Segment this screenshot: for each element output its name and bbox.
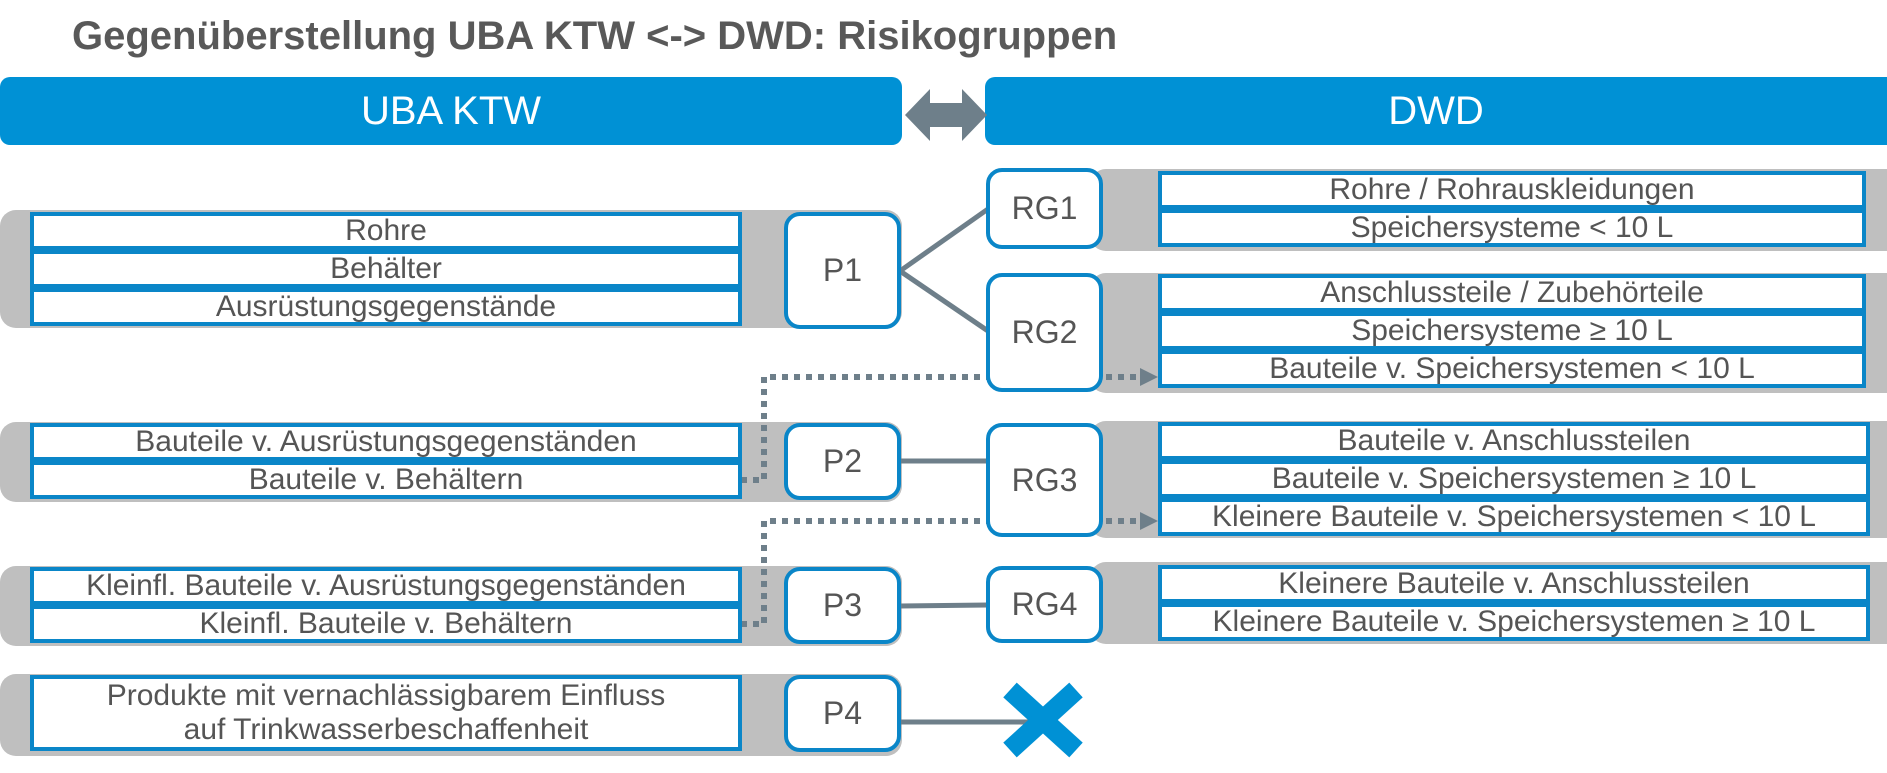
uba-p2-item-2: Bauteile v. Behältern [30, 461, 742, 499]
uba-ktw-header: UBA KTW [0, 77, 902, 145]
dwd-rg1-item-2: Speichersysteme < 10 L [1158, 209, 1866, 247]
page-title: Gegenüberstellung UBA KTW <-> DWD: Risik… [72, 14, 1118, 58]
dwd-rg2-item-1: Anschlussteile / Zubehörteile [1158, 274, 1866, 312]
uba-p1-item-rohre: Rohre [30, 212, 742, 250]
dwd-rg1-item-1: Rohre / Rohrauskleidungen [1158, 171, 1866, 209]
p1-rg1-connector [898, 206, 990, 274]
dwd-rg4-item-2: Kleinere Bauteile v. Speichersystemen ≥ … [1158, 603, 1870, 641]
dwd-rg3-item-2: Bauteile v. Speichersystemen ≥ 10 L [1158, 460, 1870, 498]
p4-code: P4 [784, 675, 901, 752]
dwd-rg3-item-1: Bauteile v. Anschlussteilen [1158, 422, 1870, 460]
p3-rg4-connector [899, 602, 989, 609]
p3-code: P3 [784, 567, 901, 644]
rg1-code: RG1 [986, 168, 1103, 249]
p2-code: P2 [784, 423, 901, 500]
uba-p3-item-2: Kleinfl. Bauteile v. Behältern [30, 605, 742, 643]
p2-rg2-arrowhead [1140, 368, 1158, 386]
uba-p4-item: Produkte mit vernachlässigbarem Einfluss… [30, 675, 742, 751]
rg2-code-label: RG2 [1011, 314, 1078, 350]
p1-code: P1 [784, 212, 901, 329]
rg2-code: RG2 [986, 273, 1103, 392]
rg4-code-label: RG4 [1011, 586, 1078, 622]
double-arrow-icon [905, 89, 987, 141]
dwd-rg2-item-2: Speichersysteme ≥ 10 L [1158, 312, 1866, 350]
rg3-code-label: RG3 [1011, 461, 1078, 498]
dwd-header: DWD [985, 77, 1887, 145]
uba-p1-item-ausruestung: Ausrüstungsgegenstände [30, 288, 742, 326]
cross-icon [1003, 682, 1083, 758]
dwd-header-label: DWD [1388, 88, 1484, 133]
rg3-code: RG3 [986, 423, 1103, 537]
rg4-code: RG4 [986, 566, 1103, 643]
dwd-rg4-item-1: Kleinere Bauteile v. Anschlussteilen [1158, 565, 1870, 603]
rg1-code-label: RG1 [1011, 190, 1078, 226]
p3-code-label: P3 [822, 587, 863, 623]
p4-code-label: P4 [822, 695, 863, 731]
uba-p3-item-1: Kleinfl. Bauteile v. Ausrüstungsgegenstä… [30, 567, 742, 605]
uba-ktw-header-label: UBA KTW [360, 88, 542, 133]
uba-p2-item-1: Bauteile v. Ausrüstungsgegenständen [30, 423, 742, 461]
p2-rg2-dotted-connector [741, 374, 1140, 483]
p1-code-label: P1 [822, 252, 863, 288]
dwd-rg2-item-3: Bauteile v. Speichersystemen < 10 L [1158, 350, 1866, 388]
uba-p1-item-behaelter: Behälter [30, 250, 742, 288]
p3-rg3-arrowhead [1140, 512, 1158, 530]
p1-rg2-connector [898, 268, 990, 334]
p2-code-label: P2 [822, 443, 863, 479]
p3-rg3-dotted-connector [741, 518, 1140, 627]
dwd-rg3-item-3: Kleinere Bauteile v. Speichersystemen < … [1158, 498, 1870, 536]
